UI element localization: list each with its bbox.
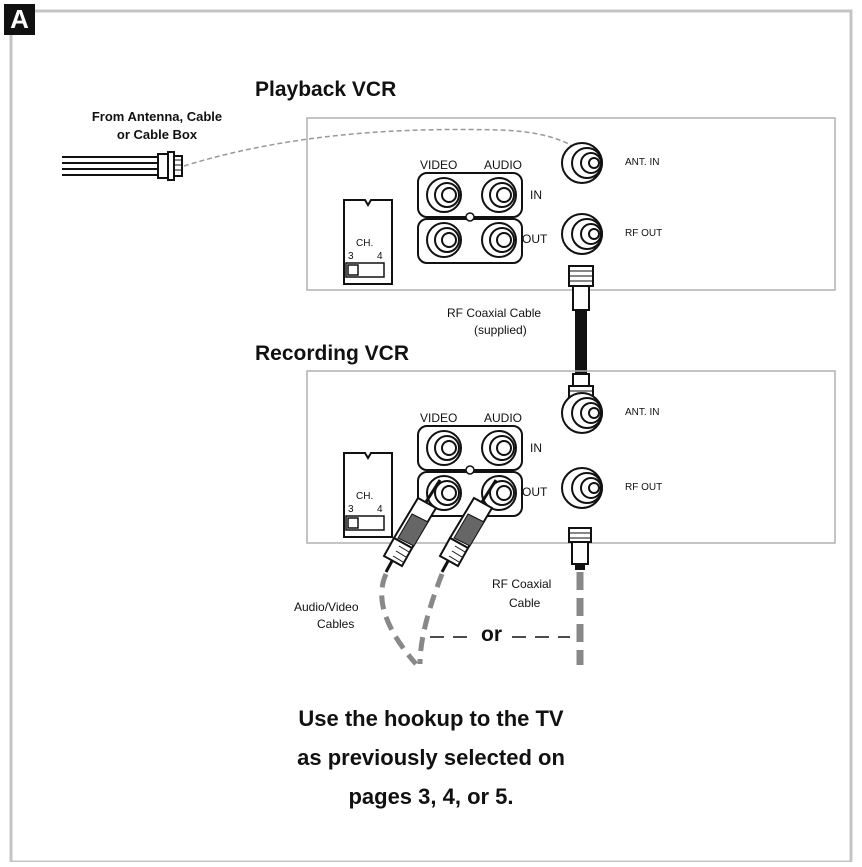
in-label: IN: [530, 188, 542, 202]
rf-coax-line2: Cable: [509, 596, 541, 610]
video-av-plug: [382, 479, 442, 573]
rf-coax-supplied: [568, 265, 594, 403]
rf-out-label: RF OUT: [625, 482, 663, 493]
footer-line3: pages 3, 4, or 5.: [348, 784, 514, 809]
rf-out-jack: [561, 213, 603, 255]
av-cable-dashed: [417, 573, 445, 665]
source-label-line1: From Antenna, Cable: [91, 109, 223, 124]
rf-coax-supplied-line2: (supplied): [474, 323, 527, 337]
channel-switch-box: [343, 199, 393, 285]
audio-in-jack: [481, 430, 517, 466]
ch-4-label: 4: [377, 251, 383, 262]
video-label: VIDEO: [420, 411, 458, 425]
or-label: or: [481, 623, 502, 646]
video-in-jack: [426, 177, 462, 213]
rf-coax-supplied-line1: RF Coaxial Cable: [447, 306, 542, 320]
rf-coax-line1: RF Coaxial: [492, 577, 552, 591]
video-label: VIDEO: [420, 158, 458, 172]
ch-3-label: 3: [348, 251, 354, 262]
out-label: OUT: [522, 232, 548, 246]
rf-out-plug: [568, 527, 592, 570]
audio-av-plug: [438, 479, 498, 573]
av-cables-line1: Audio/Video: [294, 600, 359, 614]
recording-vcr-title: Recording VCR: [255, 342, 410, 365]
audio-out-jack: [481, 222, 517, 258]
av-cables-line2: Cables: [317, 617, 355, 631]
ant-in-label: ANT. IN: [625, 157, 660, 168]
recording-vcr-panel: [306, 370, 836, 544]
ch-4-label: 4: [377, 504, 383, 515]
channel-switch: [345, 515, 385, 531]
rf-out-jack: [561, 467, 603, 509]
audio-label: AUDIO: [484, 158, 523, 172]
panel-letter-badge: A: [4, 4, 35, 35]
footer-line1: Use the hookup to the TV: [298, 706, 564, 731]
audio-in-jack: [481, 177, 517, 213]
playback-vcr-panel: [306, 117, 836, 291]
channel-switch-box: [343, 452, 393, 538]
ch-3-label: 3: [348, 504, 354, 515]
video-out-jack: [426, 222, 462, 258]
ch-label: CH.: [356, 491, 374, 502]
in-label: IN: [530, 441, 542, 455]
channel-switch: [345, 262, 385, 278]
audio-label: AUDIO: [484, 411, 523, 425]
video-out-jack: [426, 475, 462, 511]
source-label-line2: or Cable Box: [116, 127, 198, 142]
rf-out-label: RF OUT: [625, 228, 663, 239]
ant-in-jack: [561, 142, 603, 184]
ant-in-jack: [561, 392, 603, 434]
footer-line2: as previously selected on: [297, 745, 565, 770]
ant-in-label: ANT. IN: [625, 407, 660, 418]
video-in-jack: [426, 430, 462, 466]
ch-label: CH.: [356, 238, 374, 249]
antenna-cable: [62, 151, 183, 181]
audio-out-jack: [481, 475, 517, 511]
out-label: OUT: [522, 485, 548, 499]
playback-vcr-title: Playback VCR: [255, 78, 397, 101]
av-cable-dashed: [379, 572, 418, 666]
